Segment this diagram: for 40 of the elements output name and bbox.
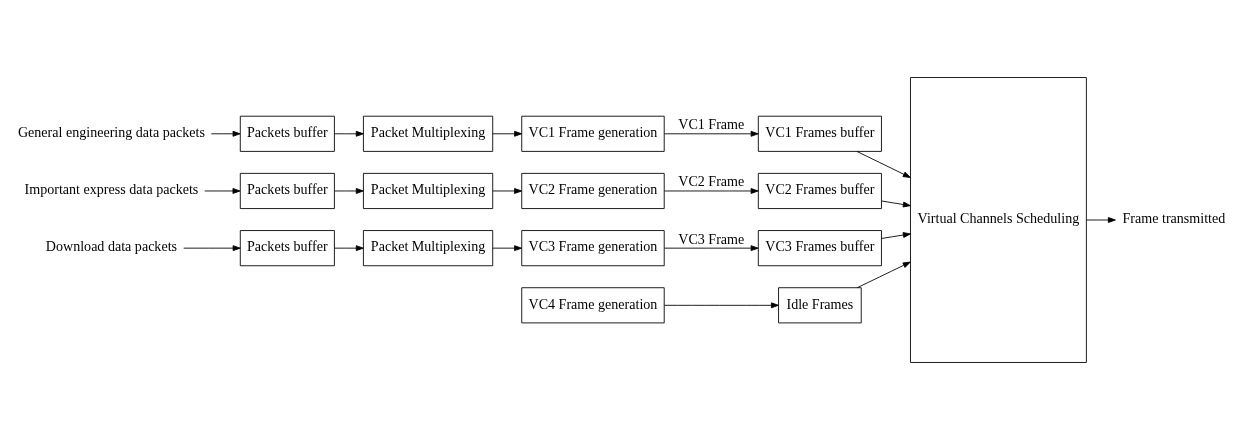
arrow <box>492 130 523 137</box>
arrow <box>492 187 523 194</box>
arrow <box>664 130 759 137</box>
node-box: Packets buffer <box>239 172 335 209</box>
edge-label: VC3 Frame <box>678 230 745 247</box>
arrow <box>664 301 779 308</box>
node-text: General engineering data packets <box>17 123 205 140</box>
arrow <box>183 244 241 251</box>
node-box: VC2 Frame generation <box>521 172 665 209</box>
arrow <box>664 244 759 251</box>
node-box: Packet Multiplexing <box>363 172 494 209</box>
node-text: Frame transmitted <box>1122 209 1226 226</box>
node-box: VC3 Frame generation <box>521 229 665 266</box>
arrow <box>881 231 911 239</box>
edge-label: VC1 Frame <box>678 115 745 132</box>
node-box: Packets buffer <box>239 229 335 266</box>
node-box: VC2 Frames buffer <box>757 172 882 209</box>
arrow <box>1086 216 1116 223</box>
node-box: Packet Multiplexing <box>363 229 494 266</box>
arrow <box>492 244 523 251</box>
arrow <box>334 244 364 251</box>
node-box: Packet Multiplexing <box>363 115 494 152</box>
node-box: Packets buffer <box>239 115 335 152</box>
arrow <box>881 200 911 207</box>
arrow <box>204 187 241 194</box>
arrow <box>334 187 364 194</box>
node-box: VC3 Frames buffer <box>757 229 882 266</box>
node-box: Idle Frames <box>778 286 862 323</box>
arrow <box>664 187 759 194</box>
arrow <box>856 150 911 178</box>
node-box: VC4 Frame generation <box>521 286 665 323</box>
node-text: Download data packets <box>45 237 178 254</box>
node-box: Virtual Channels Scheduling <box>910 76 1087 363</box>
arrow <box>856 261 911 288</box>
node-text: Important express data packets <box>24 180 199 197</box>
node-box: VC1 Frame generation <box>521 115 665 152</box>
edge-label: VC2 Frame <box>678 172 745 189</box>
arrow <box>210 130 241 137</box>
node-box: VC1 Frames buffer <box>757 115 882 152</box>
arrow <box>334 130 364 137</box>
